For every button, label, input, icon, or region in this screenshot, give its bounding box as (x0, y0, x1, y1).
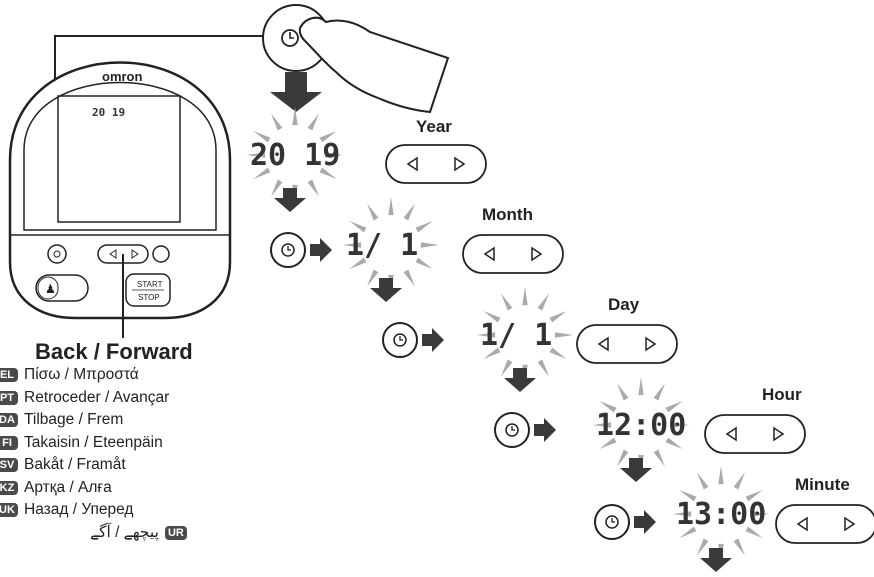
language-badge: UK (0, 503, 18, 517)
step-label: Year (416, 117, 452, 136)
back-forward-title: Back / Forward (35, 339, 193, 364)
back-forward-button[interactable] (775, 504, 874, 544)
right-arrow-icon (422, 328, 444, 352)
step-day: 1/ 1 Day (382, 287, 678, 392)
right-triangle-icon (454, 156, 466, 172)
left-triangle-icon (597, 336, 609, 352)
device-clock-button[interactable] (47, 244, 67, 264)
down-arrow-icon (504, 368, 536, 392)
step-month: 1/ 1 Month (270, 197, 564, 302)
translation-ur: پیچھے / آگے UR (90, 523, 350, 541)
left-triangle-icon (725, 426, 737, 442)
translation-da: DA Tilbage / Frem (0, 412, 260, 428)
translation-text: Takaisin / Eteenpäin (24, 433, 163, 451)
clock-icon (53, 250, 61, 258)
clock-icon (505, 423, 519, 437)
translation-pt: PT Retroceder / Avançar (0, 388, 260, 406)
clock-icon (393, 333, 407, 347)
hand-illustration (298, 16, 450, 114)
user-icon: ♟ (45, 282, 56, 296)
device-screen (57, 95, 181, 223)
clock-icon (281, 29, 299, 47)
translation-text: Назад / Уперед (24, 501, 134, 518)
left-triangle-icon (796, 516, 808, 532)
down-arrow-icon (370, 278, 402, 302)
step-display: 20 19 (250, 138, 340, 173)
down-arrow-icon (700, 548, 732, 572)
right-triangle-icon (531, 246, 543, 262)
down-arrow-icon (620, 458, 652, 482)
left-triangle-icon (406, 156, 418, 172)
step-display: 1/ 1 (480, 318, 552, 353)
step-label: Day (608, 295, 640, 314)
device-screen-year: 20 19 (92, 106, 125, 119)
left-triangle-icon (483, 246, 495, 262)
start-label: START (137, 280, 163, 289)
back-forward-button[interactable] (704, 414, 806, 454)
brand-logo: omron (102, 69, 143, 84)
back-forward-button[interactable] (385, 144, 487, 184)
clock-icon (281, 243, 295, 257)
stop-label: STOP (138, 293, 160, 302)
step-display: 12:00 (596, 408, 686, 443)
translation-sv: SV Bakåt / Framåt (0, 457, 260, 473)
translation-uk: UK Назад / Уперед (0, 502, 260, 518)
right-arrow-icon (310, 238, 332, 262)
back-forward-button[interactable] (462, 234, 564, 274)
language-badge: SV (0, 458, 18, 472)
translation-text: Артқа / Алға (24, 478, 112, 496)
step-hour: 12:00 Hour (494, 377, 806, 482)
translation-text: Πίσω / Μπροστά (24, 366, 139, 383)
step-label: Hour (762, 385, 802, 404)
back-forward-button[interactable] (576, 324, 678, 364)
step-label: Minute (795, 475, 850, 494)
right-arrow-icon (534, 418, 556, 442)
step-year: 20 19 Year (247, 107, 487, 212)
step-display: 1/ 1 (346, 228, 418, 263)
right-arrow-icon (634, 510, 656, 534)
step-minute: 13:00 Minute (594, 466, 874, 572)
device-memory-button[interactable] (152, 245, 170, 263)
translation-text: Retroceder / Avançar (24, 388, 170, 406)
language-badge: UR (164, 525, 187, 540)
right-triangle-icon (645, 336, 657, 352)
language-badge: FI (0, 435, 18, 450)
down-arrow-icon (274, 188, 306, 212)
translation-fi: FI Takaisin / Eteenpäin (0, 433, 260, 451)
language-badge: KZ (0, 480, 18, 495)
blink-rays (673, 466, 769, 562)
right-triangle-icon (773, 426, 785, 442)
translation-text: Tilbage / Frem (24, 411, 124, 428)
translation-kz: KZ Артқа / Алға (0, 478, 260, 496)
language-badge: EL (0, 368, 18, 382)
language-badge: PT (0, 390, 18, 405)
translation-el: EL Πίσω / Μπροστά (0, 367, 260, 383)
right-triangle-icon (131, 249, 139, 259)
step-display: 13:00 (676, 497, 766, 532)
language-badge: DA (0, 413, 18, 427)
step-label: Month (482, 205, 533, 224)
left-triangle-icon (109, 249, 117, 259)
down-arrow-icon (270, 72, 322, 112)
translation-text: Bakåt / Framåt (24, 456, 126, 473)
right-triangle-icon (844, 516, 856, 532)
monitor-device: omron 20 19 ♟ START STOP (8, 61, 232, 320)
clock-icon (605, 515, 619, 529)
translation-text: پیچھے / آگے (90, 523, 159, 541)
